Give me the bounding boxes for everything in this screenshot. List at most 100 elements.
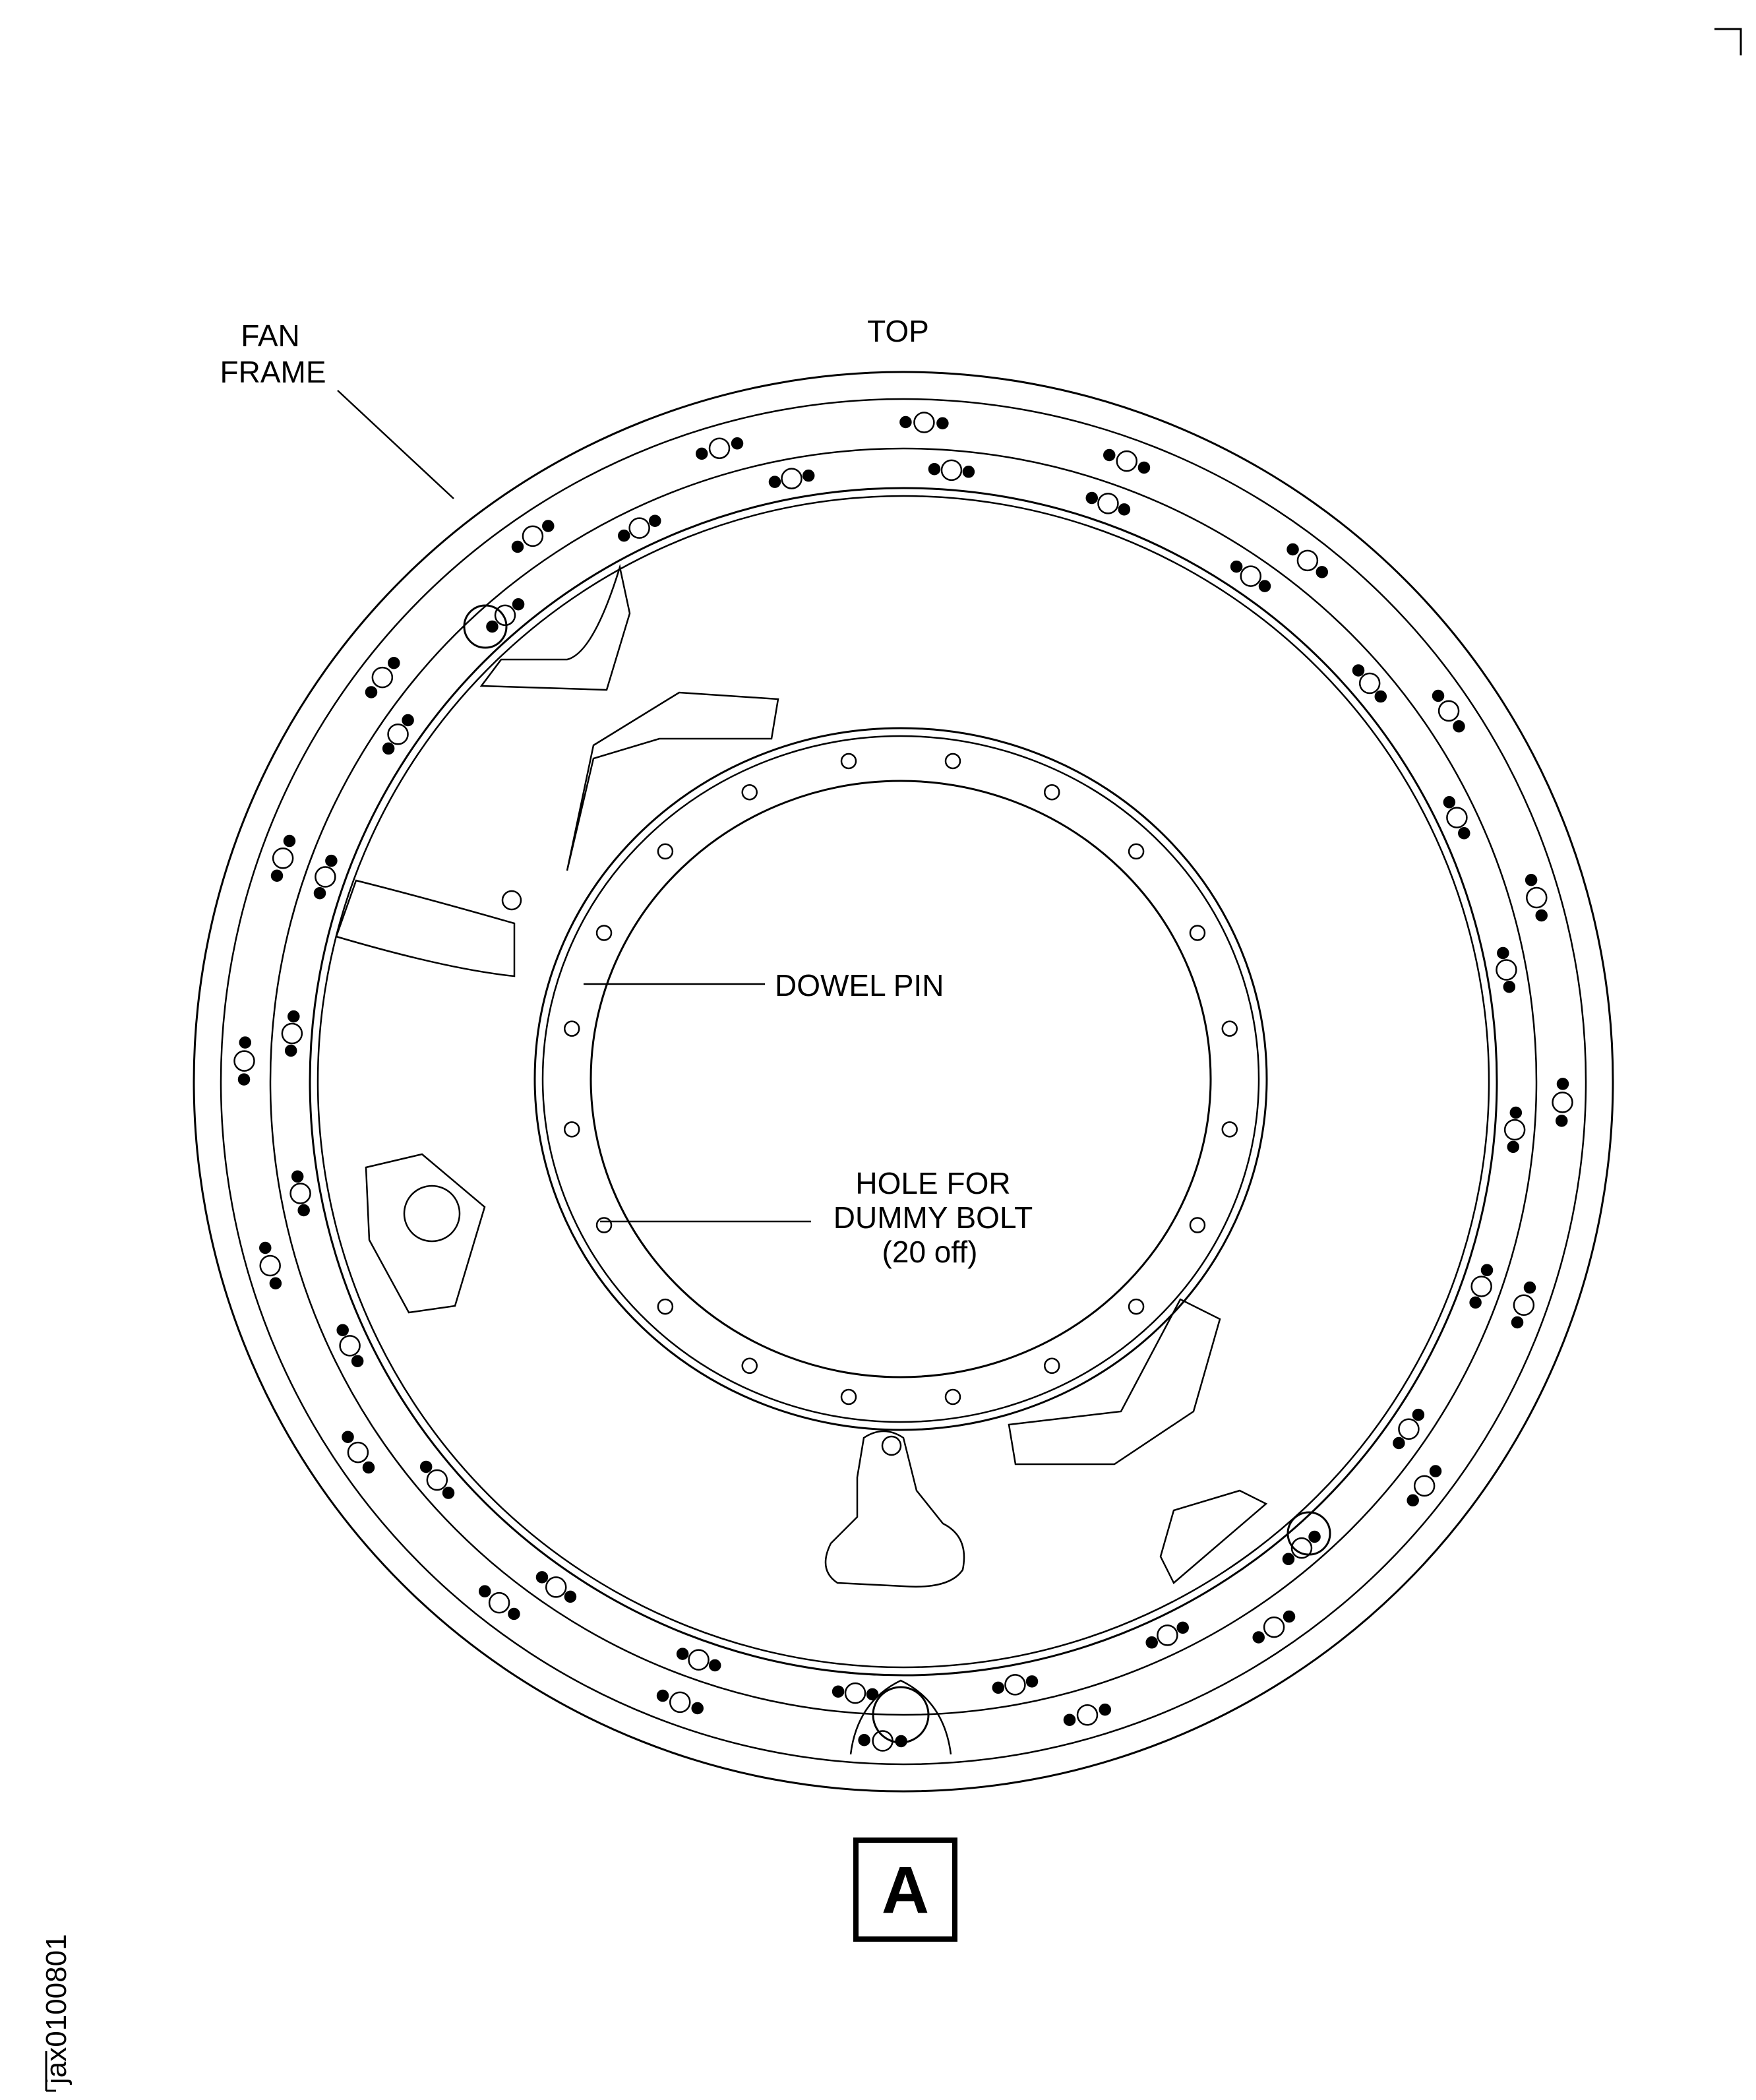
corner-mark	[1714, 28, 1742, 55]
bolt-dot	[269, 1277, 282, 1290]
bolt-hole	[1503, 1119, 1526, 1141]
bolt-dot	[1374, 690, 1387, 703]
bolt-dot	[695, 447, 708, 460]
bolt-dot	[895, 1735, 907, 1748]
bolt-dot	[297, 1204, 310, 1217]
bolt-dot	[542, 520, 555, 532]
large-hole	[1287, 1511, 1331, 1556]
bolt-dot	[708, 1659, 721, 1672]
bolt-dot	[802, 469, 815, 482]
fan-frame-leader	[337, 390, 454, 499]
bolt-dot	[866, 1688, 879, 1701]
bolt-dot	[388, 656, 400, 669]
dummy-bolt-hole	[1044, 784, 1060, 801]
bolt-dot	[351, 1355, 364, 1367]
mount-pad	[365, 1153, 486, 1314]
bolt-hole	[1552, 1092, 1573, 1113]
dummy-bolt-hole	[563, 1020, 580, 1037]
dummy-bolt-hole	[840, 753, 857, 770]
bolt-dot	[1469, 1296, 1482, 1309]
dummy-bolt-hole	[741, 1357, 758, 1374]
figure-id: jax0100801	[40, 1934, 73, 2085]
bolt-dot	[1525, 873, 1538, 886]
bolt-dot	[1507, 1140, 1519, 1154]
bolt-dot	[1511, 1316, 1524, 1329]
bolt-hole	[1290, 1537, 1313, 1559]
bolt-hole	[522, 525, 544, 547]
bolt-hole	[1446, 807, 1468, 828]
bolt-dot	[1316, 566, 1329, 578]
bolt-dot	[1443, 796, 1456, 809]
bolt-hole	[289, 1183, 311, 1204]
bolt-hole	[1076, 1704, 1099, 1726]
bolt-hole	[281, 1022, 303, 1045]
dummy-bolt-hole	[563, 1121, 580, 1138]
dummy-bolt-hole	[1189, 925, 1206, 941]
bolt-dot	[1176, 1621, 1189, 1634]
bolt-dot	[1429, 1465, 1442, 1477]
hub-flange-outer-2	[541, 735, 1260, 1423]
bolt-dot	[270, 869, 284, 882]
dummy-bolt-hole	[1128, 843, 1145, 860]
bolt-dot	[1352, 664, 1365, 677]
bolt-hole	[688, 1649, 710, 1671]
bolt-dot	[1258, 580, 1271, 592]
bolt-hole	[339, 1335, 361, 1357]
bolt-dot	[342, 1431, 354, 1443]
bolt-hole	[1513, 1294, 1535, 1316]
bolt-dot	[1453, 720, 1465, 733]
dummy-bolt-count: (20 off)	[882, 1235, 978, 1269]
bolt-hole	[628, 517, 650, 539]
bottom-boss	[849, 1679, 952, 1755]
view-box	[853, 1838, 957, 1942]
bolt-dot	[283, 834, 296, 848]
bolt-dot	[649, 514, 661, 527]
flange-ring-inner	[309, 487, 1498, 1677]
bolt-dot	[1458, 827, 1470, 840]
bolt-dot	[1308, 1530, 1321, 1543]
bolt-dot	[1145, 1636, 1158, 1649]
bolt-dot	[1555, 1115, 1568, 1127]
bolt-hole	[233, 1050, 255, 1072]
bolt-dot	[237, 1073, 251, 1086]
bolt-dot	[962, 466, 975, 478]
bolt-dot	[564, 1590, 577, 1603]
bolt-dot	[1497, 946, 1509, 960]
dummy-bolt-hole	[944, 1388, 961, 1405]
bolt-hole	[1263, 1616, 1285, 1638]
fan-frame-rings	[193, 371, 1614, 1793]
bolt-dot	[1252, 1631, 1265, 1644]
bolt-dot	[832, 1685, 845, 1698]
bolt-dot	[1099, 1703, 1112, 1716]
bolt-dot	[288, 1010, 300, 1023]
bolt-dot	[1063, 1714, 1076, 1726]
bolt-hole	[1413, 1475, 1436, 1497]
bolt-dot	[325, 854, 338, 867]
bolt-dot	[259, 1241, 272, 1254]
fan-frame-label: FAN	[241, 319, 299, 353]
bolt-hole	[1097, 493, 1119, 514]
bolt-hole	[1398, 1418, 1420, 1440]
bolt-dot	[1412, 1408, 1425, 1421]
bolt-hole	[708, 437, 731, 459]
bolt-hole	[488, 1591, 510, 1614]
figure-id-mark	[45, 2051, 56, 2092]
bolt-dot	[1025, 1675, 1039, 1688]
bolt-dot	[1556, 1078, 1569, 1090]
bolt-hole	[1004, 1674, 1026, 1696]
dummy-bolt-hole	[1044, 1357, 1060, 1374]
bolt-dot	[1137, 461, 1151, 474]
bolt-dot	[1085, 491, 1099, 505]
bolt-dot	[239, 1036, 252, 1049]
bolt-dot	[1503, 980, 1516, 993]
bolt-dot	[402, 714, 414, 727]
bracket	[566, 691, 779, 871]
bolt-dot	[1535, 909, 1548, 922]
bottom-boss-hole	[872, 1686, 930, 1744]
dummy-bolt-hole	[1128, 1298, 1145, 1315]
bolt-dot	[1230, 560, 1243, 573]
dummy-bolt-hole	[741, 784, 758, 801]
fan-frame-label: FRAME	[220, 355, 326, 389]
mount-pad-hole	[403, 1185, 461, 1243]
